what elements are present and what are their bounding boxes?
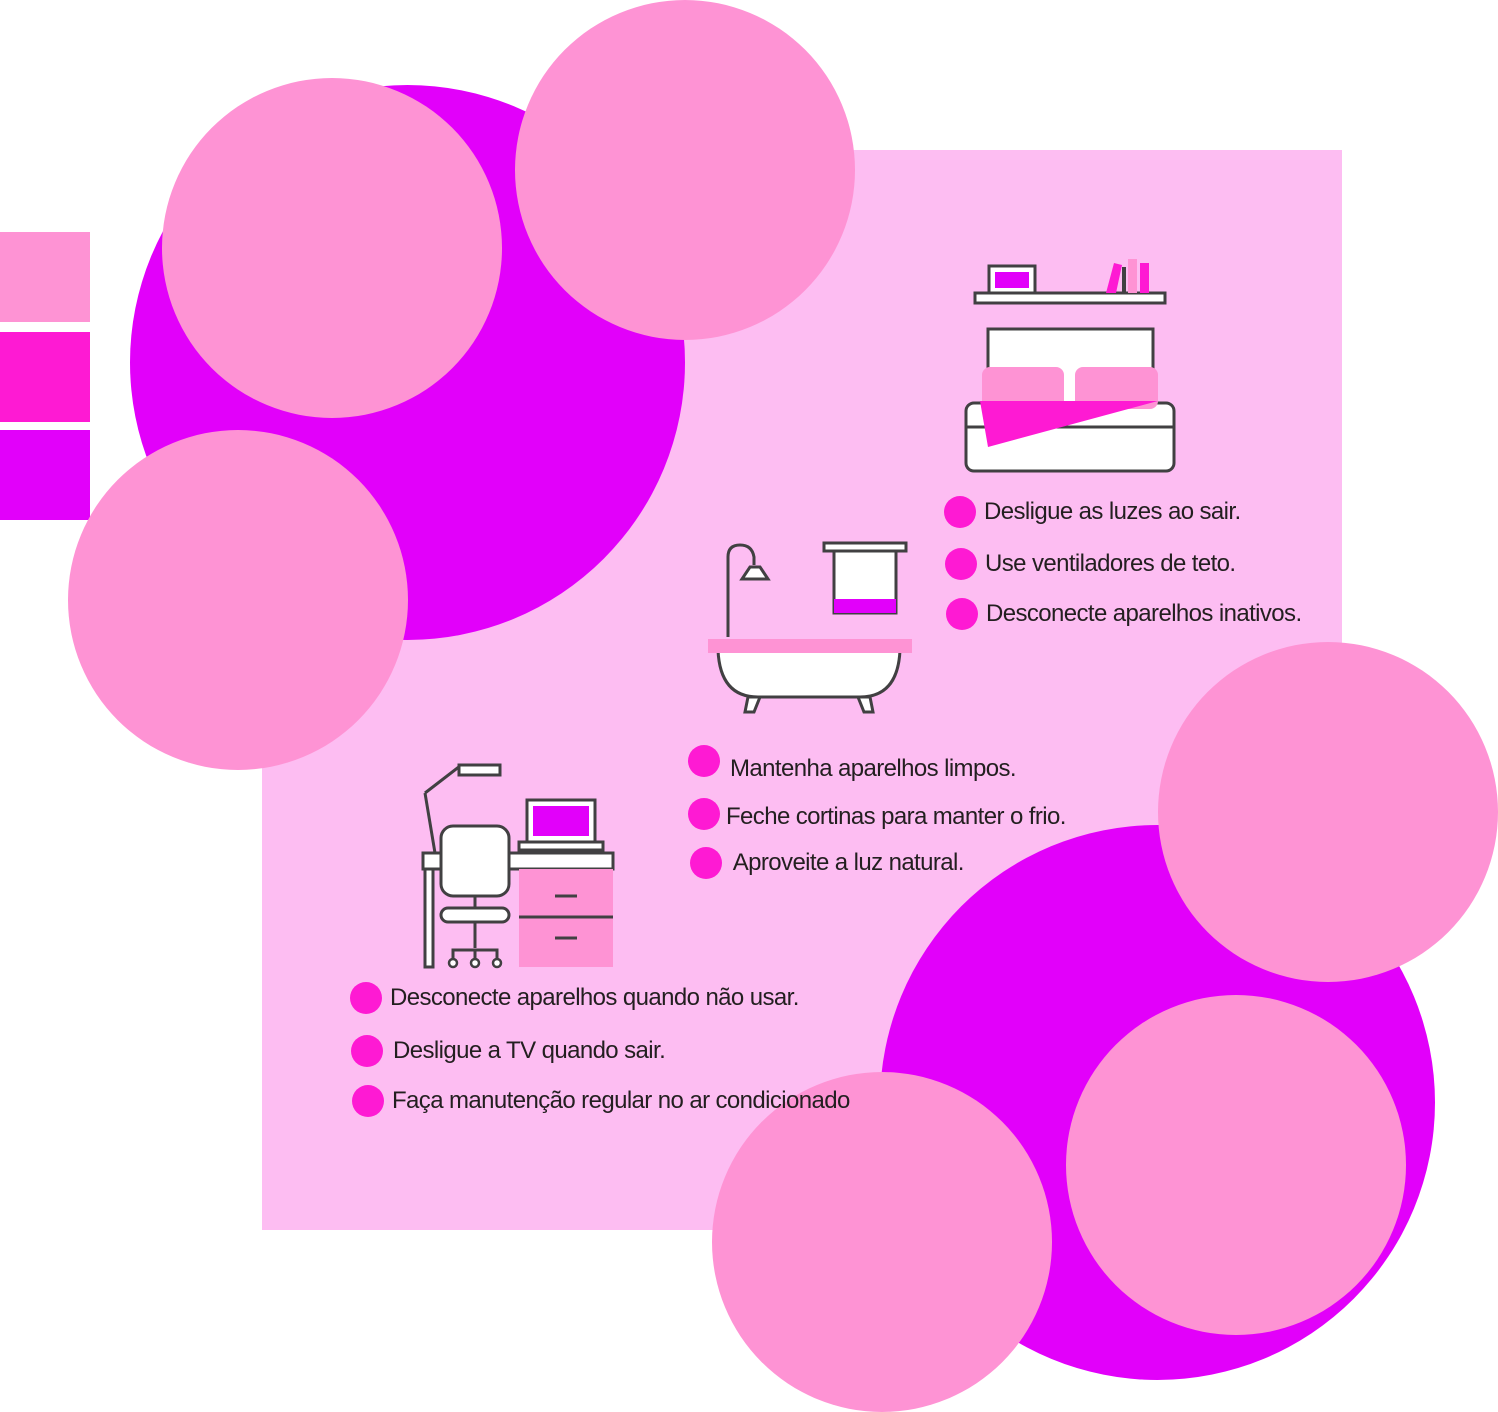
bedroom-tip-2: Use ventiladores de teto. xyxy=(945,548,1236,580)
bullet-dot xyxy=(352,1085,384,1117)
office-tip-3: Faça manutenção regular no ar condiciona… xyxy=(352,1085,850,1117)
office-tip-2: Desligue a TV quando sair. xyxy=(351,1035,666,1067)
tip-text: Faça manutenção regular no ar condiciona… xyxy=(392,1087,850,1114)
bullet-dot xyxy=(350,982,382,1014)
tip-text: Feche cortinas para manter o frio. xyxy=(726,803,1066,830)
tip-text: Desligue a TV quando sair. xyxy=(393,1037,666,1064)
tip-text: Aproveite a luz natural. xyxy=(728,849,965,876)
bullet-dot xyxy=(690,847,722,879)
bedroom-tip-1: Desligue as luzes ao sair. xyxy=(944,496,1241,528)
tip-text: Desconecte aparelhos inativos. xyxy=(986,600,1302,627)
decor-circle-light-6 xyxy=(712,1072,1052,1412)
decor-circle-light-1 xyxy=(162,78,502,418)
bullet-dot xyxy=(688,745,720,777)
bullet-dot xyxy=(945,548,977,580)
bathroom-tip-3: Aproveite a luz natural. xyxy=(690,847,964,879)
office-tip-1: Desconecte aparelhos quando não usar. xyxy=(350,982,799,1014)
bullet-dot xyxy=(944,496,976,528)
swatch-magenta xyxy=(0,430,90,520)
bedroom-tip-3: Desconecte aparelhos inativos. xyxy=(946,598,1302,630)
tip-text: Desconecte aparelhos quando não usar. xyxy=(390,984,799,1011)
bathroom-tip-2: Feche cortinas para manter o frio. xyxy=(688,798,1066,830)
decor-circle-light-2 xyxy=(515,0,855,340)
bullet-dot xyxy=(351,1035,383,1067)
bullet-dot xyxy=(946,598,978,630)
swatch-hot-pink xyxy=(0,332,90,422)
bullet-dot xyxy=(688,798,720,830)
decor-circle-light-4 xyxy=(1158,642,1498,982)
tip-text: Use ventiladores de teto. xyxy=(985,550,1236,577)
swatch-light-pink xyxy=(0,232,90,322)
tip-text: Desligue as luzes ao sair. xyxy=(984,498,1241,525)
decor-circle-light-3 xyxy=(68,430,408,770)
decor-circle-light-5 xyxy=(1066,995,1406,1335)
tip-text: Mantenha aparelhos limpos. xyxy=(730,755,1017,782)
bedroom-icon xyxy=(964,259,1176,473)
bathroom-icon xyxy=(708,541,912,714)
home-office-icon xyxy=(421,763,615,969)
bathroom-tip-1: Mantenha aparelhos limpos. xyxy=(688,745,1017,782)
